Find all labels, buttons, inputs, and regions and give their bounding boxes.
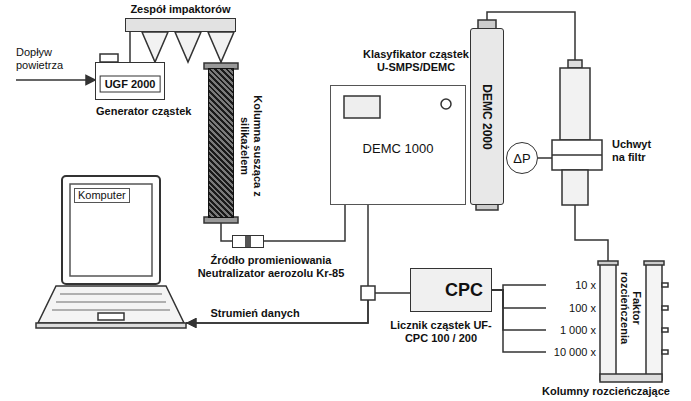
laptop-keys [52,294,170,310]
counter-caption: Licznik cząstek UF-CPC 100 / 200 [386,319,496,345]
laptop-touchpad [98,313,124,320]
holder-caption: Uchwyt na filtr [612,138,662,164]
gauge-symbol: ΔP [513,151,530,166]
particle-generator: UGF 2000Generator cząstek [95,62,165,100]
device-label: CPC [445,280,483,300]
connector [129,32,131,62]
column-cap [644,261,664,265]
device-caption: Generator cząstek [96,105,191,118]
classifier-heading: Klasyfikator cząstek U-SMPS/DEMC [360,48,472,74]
classifier-column: DEMC 2000 [470,28,504,205]
device-label: DEMC 1000 [363,141,434,156]
aerosol-neutralizer: Źródło promieniowania Neutralizator aero… [232,235,264,248]
connector [186,205,368,323]
generator-cap [100,54,118,62]
columns-caption: Kolumny rozcieńczające [542,385,670,398]
dilution-factor: 10 x [573,279,598,292]
dilution-column [600,264,616,380]
connector [538,157,552,159]
column-cap [598,261,618,265]
device-label: DEMC 2000 [480,84,494,149]
classifier-knob [441,99,451,109]
column-nozzle [662,328,668,332]
filter-body [552,140,602,170]
dilution-column [646,264,662,380]
air-inlet-line [16,79,87,81]
impactor-cone [208,32,234,62]
dilution-factor: 100 x [567,302,598,315]
connector [264,205,345,241]
neutralizer-caption: Źródło promieniowania Neutralizator aero… [191,254,351,280]
impactor-assembly: Zespół impaktorów [125,18,236,32]
filter-holder: Uchwyt na filtr [552,68,602,205]
connector [575,205,608,262]
pressure-gauge: ΔP [506,142,538,174]
column-caption: Kolumna susząca z silikażelem [238,76,264,216]
junction-box [361,286,375,300]
dilution-caption: Faktor rozcieńczenia [619,263,643,353]
column-nozzle [662,306,668,310]
filter-outlet [562,170,588,205]
connector [492,290,546,308]
laptop-display [70,184,152,276]
dilution-factor: 1 000 x [558,324,598,337]
dilution-factor: 10 000 x [552,346,598,359]
drying-column: Kolumna susząca z silikażelem [208,68,234,218]
classifier-unit: Klasyfikator cząstek U-SMPS/DEMCDEMC 100… [330,85,466,205]
air-inlet-arrowhead [86,76,95,85]
impactor-cone [175,32,201,62]
classifier-display [344,96,380,118]
column-nozzle [662,350,668,354]
particle-counter: CPCLicznik cząstek UF-CPC 100 / 200 [410,268,492,312]
column-manifold [600,374,662,382]
laptop-screen [62,176,160,284]
filter-seam [552,154,602,156]
impactor-cone [142,32,168,62]
laptop-base [38,286,184,323]
laptop-edge [36,323,186,328]
data-stream-label: Strumień danych [208,307,301,320]
connector [492,290,546,330]
inlet-label: Dopływ powietrza [16,46,88,72]
connector [492,290,546,352]
assembly-heading: Zespół impaktorów [130,3,230,16]
connector [186,293,410,323]
device-label: UGF 2000 [100,76,161,93]
filter-inlet [568,60,582,68]
computer: Komputer [36,176,186,330]
screen-label: Komputer [74,188,130,203]
filter-cylinder [560,68,590,140]
column-nozzle [662,283,668,287]
